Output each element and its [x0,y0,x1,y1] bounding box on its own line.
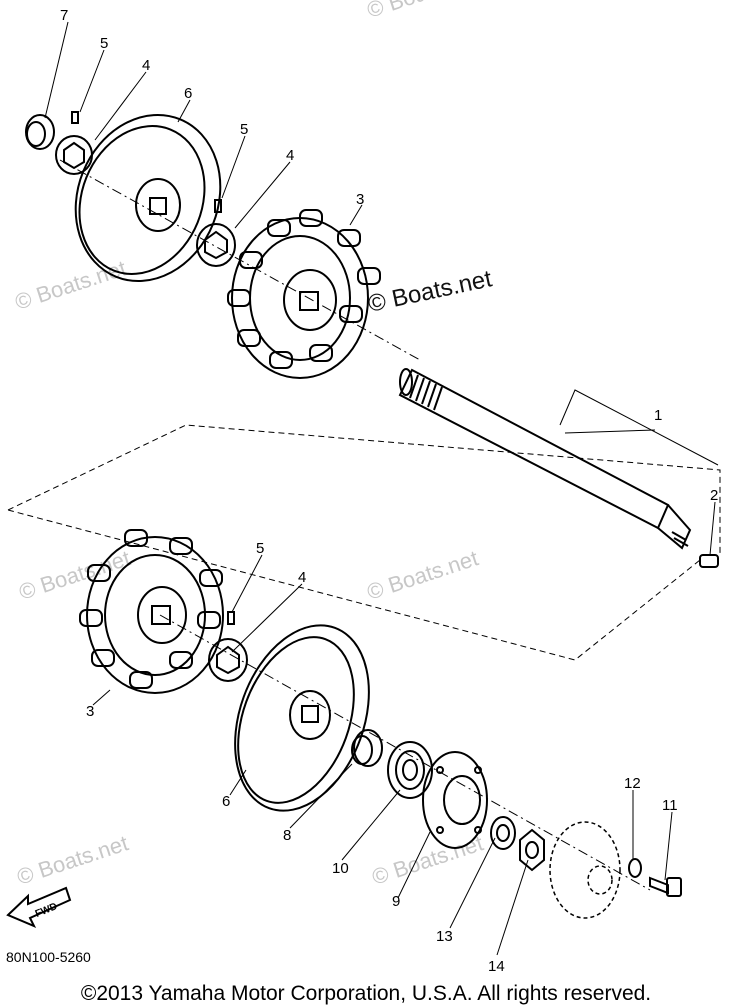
callout-11: 11 [662,797,678,814]
callout-9: 9 [392,893,400,910]
callout-12: 12 [624,775,641,792]
part-collar [352,730,382,766]
assembly-frame [8,425,720,660]
callout-5: 5 [100,35,108,52]
callout-5: 5 [256,540,264,557]
callout-5: 5 [240,121,248,138]
part-pin [215,200,221,212]
fwd-arrow: FWD [8,888,70,926]
callout-4: 4 [298,569,306,586]
watermark-faint: © Boats.net [16,545,133,604]
callout-3: 3 [356,191,364,208]
callout-14: 14 [488,958,505,975]
callout-3: 3 [86,703,94,720]
callout-2: 2 [710,487,718,504]
part-pin [72,112,78,123]
watermark-faint: © Boats.net [12,255,129,314]
callout-8: 8 [283,827,291,844]
part-shaft [400,369,690,548]
watermark-faint: © Boats.net [364,545,481,604]
part-collar [26,115,54,149]
part-housing [550,822,620,918]
part-washer [491,817,515,849]
part-sprocket-top [228,210,380,378]
part-bearing [56,136,92,174]
callout-13: 13 [436,928,453,945]
watermark-faint: © Boats.net [364,0,481,23]
callouts: 7 5 4 6 5 4 3 1 2 3 5 4 3 6 8 10 9 13 14… [60,7,718,975]
callout-6: 6 [222,793,230,810]
callout-1: 1 [654,407,662,424]
part-bearing [209,639,247,681]
callout-4: 4 [142,57,150,74]
part-sprocket-bottom [80,530,223,693]
part-wheel-bottom [211,607,393,830]
leader-lines [45,22,718,955]
part-lock-washer [629,859,641,877]
part-pin [228,612,234,624]
callout-4: 4 [286,147,294,164]
watermark-faint: © Boats.net [369,830,486,889]
callout-6: 6 [184,85,192,102]
part-nut [520,830,544,870]
watermark-main: © Boats.net [366,265,495,318]
part-bolt [650,878,681,896]
callout-7: 7 [60,7,68,24]
copyright-notice: ©2013 Yamaha Motor Corporation, U.S.A. A… [80,982,652,1005]
callout-10: 10 [332,860,349,877]
part-shaft-nut [700,555,718,567]
part-flange [423,752,487,848]
part-code: 80N100-5260 [6,949,91,965]
watermark-faint: © Boats.net [14,830,131,889]
part-ball-bearing [388,742,432,798]
part-bearing [197,224,235,266]
